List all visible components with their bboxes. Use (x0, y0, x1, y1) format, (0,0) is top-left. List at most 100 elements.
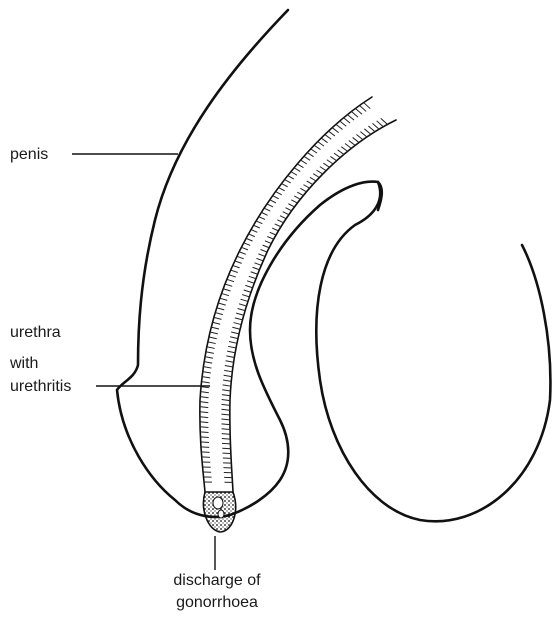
hatch-mark (200, 422, 208, 423)
hatch-mark (286, 208, 292, 211)
hatch-mark (261, 249, 268, 252)
hatch-mark (247, 281, 254, 283)
hatch-mark (311, 149, 317, 153)
hatch-mark (353, 137, 359, 142)
hatch-mark (223, 380, 231, 381)
hatch-mark (231, 332, 239, 334)
hatch-mark (264, 208, 270, 211)
hatch-mark (364, 103, 371, 109)
hatch-mark (222, 448, 230, 449)
hatch-mark (227, 351, 235, 353)
hatch-mark (248, 234, 254, 237)
hatch-mark (282, 184, 288, 187)
hatch-mark (256, 258, 263, 261)
hatch-mark (297, 192, 303, 195)
penis-outline (117, 10, 382, 517)
hatch-mark (276, 192, 282, 195)
hatch-mark (334, 153, 340, 157)
hatch-mark (283, 212, 289, 215)
hatch-mark (232, 327, 240, 329)
hatch-mark (205, 357, 213, 359)
hatch-mark (200, 407, 208, 408)
hatch-mark (351, 111, 358, 117)
hatch-mark (336, 124, 342, 129)
hatch-mark (253, 267, 260, 269)
hatch-mark (229, 342, 237, 344)
hatch-mark (348, 115, 355, 121)
hatch-mark (222, 443, 230, 444)
hatch-mark (313, 174, 319, 178)
hatch-mark (325, 135, 331, 140)
hatch-mark (263, 245, 269, 248)
hatch-mark (321, 138, 327, 143)
hatch-mark (307, 181, 313, 185)
hatch-mark (239, 252, 246, 255)
hatch-mark (222, 429, 230, 430)
hatch-mark (220, 298, 227, 300)
hatch-mark (288, 204, 294, 207)
hatch-mark (297, 164, 303, 168)
hatch-mark (304, 156, 310, 160)
hatch-mark (227, 279, 234, 281)
hatch-mark (377, 121, 384, 127)
label-urethra-line3: urethritis (10, 376, 71, 398)
hatch-mark (236, 313, 244, 315)
hatch-mark (206, 352, 214, 354)
hatch-mark (221, 414, 229, 415)
hatch-mark (200, 437, 208, 438)
hatch-mark (245, 285, 252, 287)
hatch-mark (237, 256, 244, 259)
label-urethra-line1: urethra (10, 322, 61, 344)
hatch-mark (340, 121, 347, 126)
hatch-mark (294, 196, 300, 199)
hatch-mark (238, 308, 246, 310)
hatch-mark (360, 105, 367, 111)
hatch-mark (201, 442, 209, 443)
hatch-mark (330, 156, 336, 160)
hatch-mark (320, 167, 326, 171)
hatch-mark (228, 346, 236, 348)
hatch-mark (200, 427, 208, 428)
hatch-mark (222, 434, 230, 435)
hatch-mark (203, 372, 211, 373)
hatch-mark (242, 295, 249, 297)
label-discharge-line1: discharge of (158, 570, 276, 592)
hatch-mark (229, 275, 236, 277)
hatch-mark (210, 332, 218, 334)
hatch-mark (201, 447, 209, 448)
hatch-mark (254, 263, 261, 266)
hatch-mark (364, 129, 371, 135)
hatch-mark (341, 147, 347, 152)
hatch-mark (277, 220, 283, 223)
hatch-mark (318, 142, 324, 146)
hatch-mark (254, 225, 260, 228)
hatch-mark (251, 230, 257, 233)
hatch-mark (235, 261, 242, 263)
hatch-mark (317, 170, 323, 174)
hatch-mark (200, 412, 208, 413)
hatch-mark (221, 293, 228, 295)
hatch-mark (249, 276, 256, 278)
hatch-mark (332, 128, 338, 133)
hatch-mark (200, 402, 208, 403)
hatch-mark (203, 367, 211, 368)
hatch-mark (200, 417, 208, 418)
hatch-mark (233, 265, 240, 267)
hatch-mark (267, 237, 273, 240)
hatch-mark (223, 289, 230, 291)
hatch-mark (368, 126, 375, 132)
hatch-mark (261, 212, 267, 215)
hatch-mark (221, 424, 229, 425)
hatch-mark (204, 362, 212, 364)
label-discharge-line2: gonorrhoea (158, 592, 276, 614)
hatch-mark (222, 395, 230, 396)
hatch-mark (208, 342, 216, 344)
urethra-inner-wall (230, 120, 396, 492)
urethritis-hatching (200, 103, 388, 483)
hatch-mark (244, 243, 251, 246)
hatch-mark (224, 370, 232, 371)
discharge-bubble-small (218, 510, 224, 518)
hatch-mark (211, 327, 219, 329)
hatch-mark (222, 390, 230, 391)
